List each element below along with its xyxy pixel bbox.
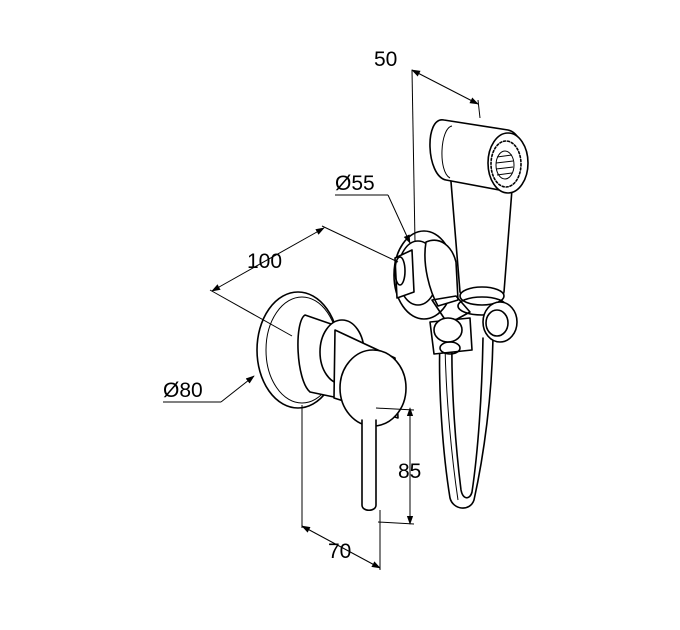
dimension-85: 85 [375,407,421,525]
dimension-70-label: 70 [328,540,351,563]
mixer-body [297,314,407,427]
dimension-85-label: 85 [398,460,421,483]
dimension-o80: Ø80 [163,375,255,403]
dimension-100: 100 [209,225,399,337]
dimension-50: 50 [374,48,481,243]
dimension-100-label: 100 [247,250,282,273]
concealed-mixer [256,291,407,512]
hose-connector [429,301,518,355]
dimension-50-label: 50 [374,48,397,71]
dimension-70: 70 [301,405,381,570]
dimension-o80-label: Ø80 [163,379,203,402]
handshower-head [429,119,529,194]
hand-shower-assembly [393,119,529,509]
dimension-o55: Ø55 [335,172,411,244]
dimension-o55-label: Ø55 [335,172,375,195]
hose [438,337,494,509]
holder-arm [424,239,471,325]
mixer-lever [361,419,377,512]
